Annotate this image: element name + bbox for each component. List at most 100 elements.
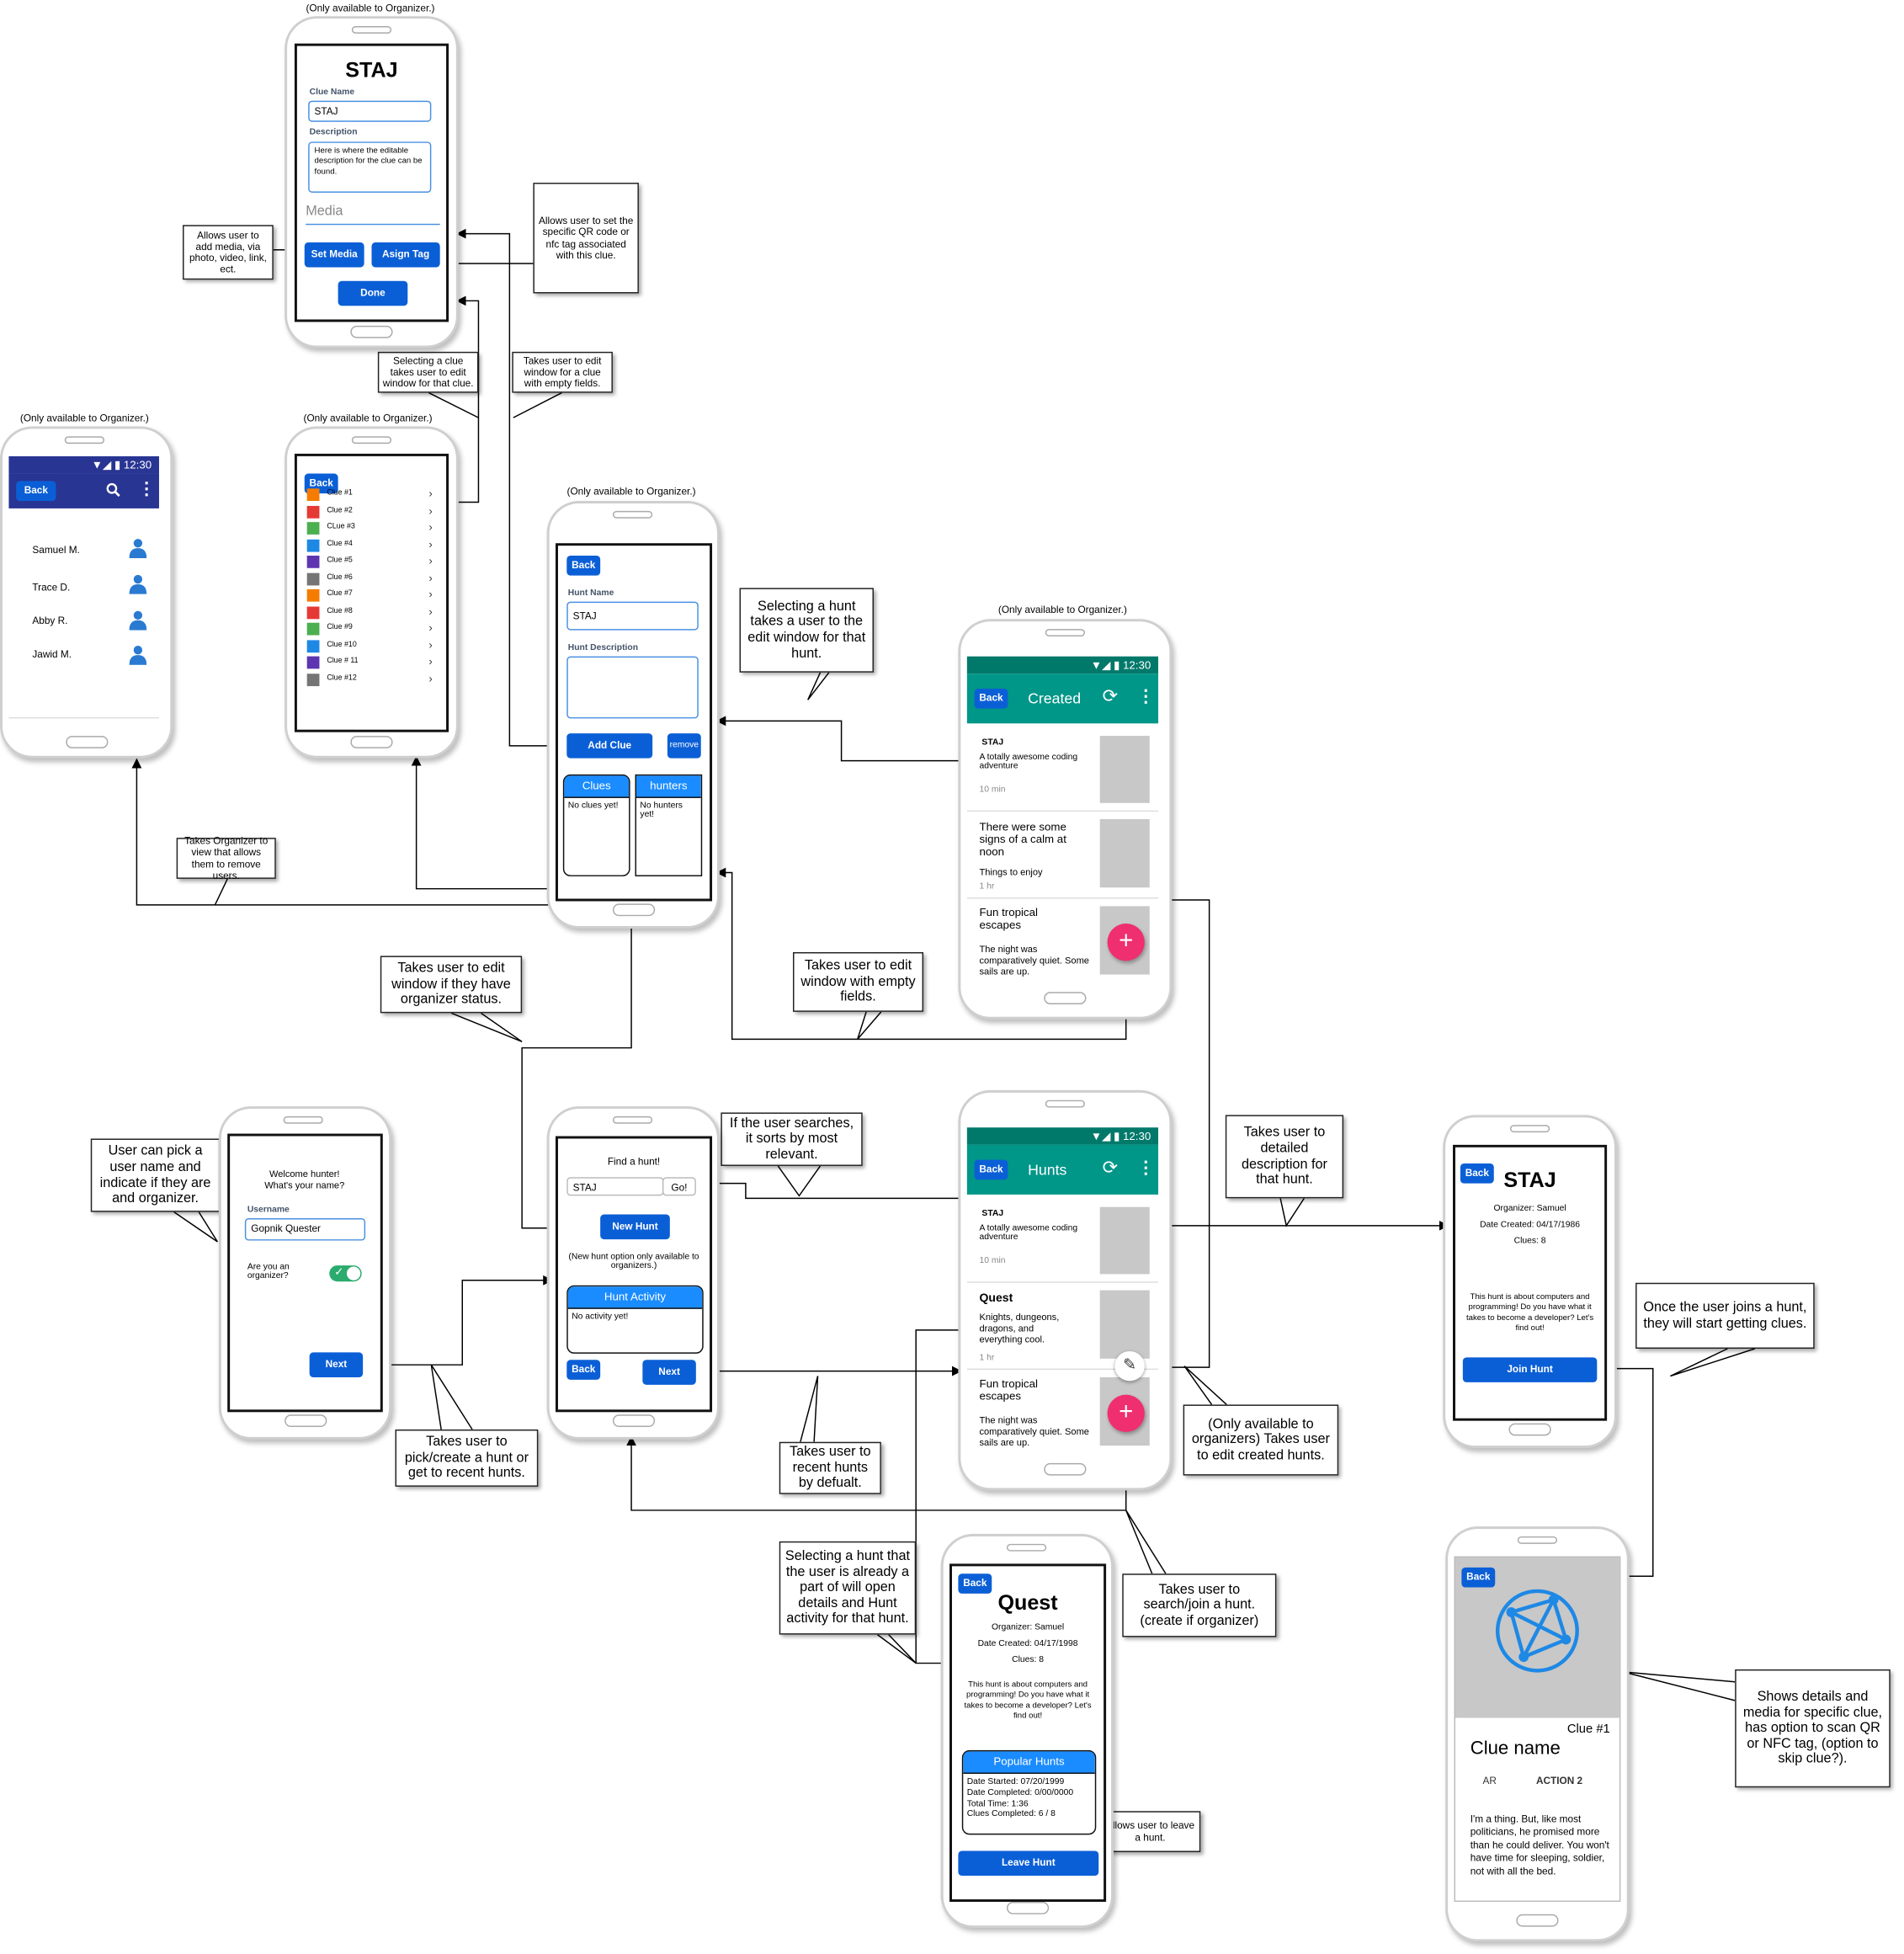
- clue-name-label: Clue Name: [309, 88, 355, 98]
- back-button[interactable]: Back: [974, 1159, 1008, 1180]
- clues-tab[interactable]: Clues No clues yet!: [562, 774, 630, 876]
- speaker: [1509, 1125, 1550, 1133]
- clue-list-item[interactable]: Clue #10›: [306, 639, 444, 655]
- search-input[interactable]: STAJ: [566, 1177, 664, 1196]
- clue-list-item[interactable]: Clue #2›: [306, 504, 444, 520]
- remove-button[interactable]: remove: [667, 733, 701, 759]
- clue-list-item[interactable]: Clue #7›: [306, 588, 444, 604]
- add-fab-button[interactable]: +: [1107, 924, 1145, 961]
- card-title[interactable]: Quest: [979, 1291, 1013, 1306]
- hunt-description-input[interactable]: [566, 656, 699, 719]
- speaker: [1045, 1099, 1085, 1108]
- screen-clue-list: Back Clue #1›Clue #2›CLue #3›Clue #4›Clu…: [294, 453, 449, 732]
- clue-list-item[interactable]: Clue #8›: [306, 605, 444, 621]
- go-button[interactable]: Go!: [662, 1177, 696, 1196]
- next-button[interactable]: Next: [642, 1360, 696, 1385]
- chevron-right-icon: ›: [428, 572, 433, 584]
- clue-list-item[interactable]: Clue #12›: [306, 672, 444, 689]
- screen-welcome: Welcome hunter! What's your name? Userna…: [227, 1133, 383, 1413]
- organizer-toggle[interactable]: ✓: [329, 1265, 362, 1282]
- person-icon[interactable]: [129, 645, 147, 665]
- action-2-button[interactable]: ACTION 2: [1535, 1775, 1583, 1786]
- phone-quest: Back Quest Organizer: Samuel Date Create…: [940, 1534, 1114, 1929]
- user-name: Samuel M.: [32, 544, 80, 556]
- add-clue-button[interactable]: Add Clue: [566, 733, 653, 759]
- back-button[interactable]: Back: [958, 1573, 992, 1594]
- home-button: [350, 325, 393, 338]
- clue-color-swatch: [306, 555, 320, 568]
- back-button[interactable]: Back: [16, 481, 56, 502]
- clue-list-label: Clue #7: [327, 590, 353, 599]
- edit-pencil-icon[interactable]: ✎: [1114, 1350, 1145, 1382]
- username-input[interactable]: Gopnik Quester: [244, 1217, 366, 1241]
- description-input[interactable]: Here is where the editable description f…: [308, 141, 432, 193]
- clue-list-item[interactable]: Clue #9›: [306, 621, 444, 637]
- hunters-tab[interactable]: hunters No hunters yet!: [635, 774, 703, 876]
- more-vert-icon[interactable]: ⋮: [1136, 1157, 1155, 1178]
- divider: [966, 1281, 1159, 1283]
- refresh-icon[interactable]: ⟳: [1102, 686, 1119, 708]
- card-desc: A totally awesome coding adventure: [979, 753, 1078, 771]
- join-hunt-button[interactable]: Join Hunt: [1462, 1357, 1598, 1382]
- clue-list-item[interactable]: Clue #4›: [306, 538, 444, 554]
- screen-users: ▼◢ ▮ 12:30 Back ⋮ Samuel M. Trace D. Abb…: [8, 455, 159, 730]
- done-button[interactable]: Done: [338, 280, 408, 306]
- connector-created-to-edit: [715, 716, 961, 762]
- assign-tag-button[interactable]: Asign Tag: [371, 242, 440, 268]
- card-title[interactable]: STAJ: [981, 738, 1004, 748]
- screen-hunt-detail: Back STAJ Organizer: Samuel Date Created…: [1453, 1144, 1608, 1421]
- card-title[interactable]: Fun tropical escapes: [979, 906, 1038, 931]
- refresh-icon[interactable]: ⟳: [1102, 1157, 1119, 1179]
- card-title[interactable]: STAJ: [981, 1209, 1004, 1218]
- clue-list-item[interactable]: Clue #5›: [306, 554, 444, 571]
- chevron-right-icon: ›: [428, 672, 433, 685]
- back-button[interactable]: Back: [974, 688, 1008, 709]
- back-button[interactable]: Back: [566, 555, 601, 576]
- more-vert-icon[interactable]: ⋮: [137, 478, 156, 499]
- callout-pointer: [513, 391, 562, 418]
- chevron-right-icon: ›: [428, 554, 433, 567]
- person-icon[interactable]: [129, 574, 147, 594]
- person-icon[interactable]: [129, 610, 147, 631]
- card-title[interactable]: Fun tropical escapes: [979, 1376, 1038, 1403]
- callout-pointer: [173, 1211, 219, 1243]
- clue-name-input[interactable]: STAJ: [308, 100, 432, 122]
- screen-hunt-edit: Back Hunt Name STAJ Hunt Description Add…: [555, 543, 713, 902]
- back-button[interactable]: Back: [1461, 1567, 1496, 1588]
- more-vert-icon[interactable]: ⋮: [1136, 686, 1155, 706]
- clue-list-item[interactable]: Clue #1›: [306, 487, 444, 503]
- screen-clue-edit: STAJ Clue Name STAJ Description Here is …: [294, 43, 449, 322]
- clue-list-label: Clue #1: [327, 489, 353, 498]
- callout-pointer: [450, 1012, 523, 1042]
- clue-list-item[interactable]: Clue # 11›: [306, 655, 444, 671]
- phone-clue-edit: STAJ Clue Name STAJ Description Here is …: [285, 16, 459, 349]
- next-button[interactable]: Next: [309, 1352, 364, 1377]
- search-icon[interactable]: [106, 482, 121, 498]
- network-globe-icon: [1495, 1589, 1579, 1673]
- note-detailed-desc: Takes user to detailed description for t…: [1225, 1115, 1344, 1199]
- note-pick-create: Takes user to pick/create a hunt or get …: [395, 1429, 539, 1487]
- ar-action-button[interactable]: AR: [1482, 1775, 1497, 1786]
- card-title[interactable]: There were some signs of a calm at noon: [979, 820, 1066, 858]
- quest-date: Date Created: 04/17/1998: [977, 1639, 1078, 1648]
- app-bar-title: Created: [1028, 689, 1082, 708]
- hunt-description-label: Hunt Description: [567, 643, 639, 653]
- leave-hunt-button[interactable]: Leave Hunt: [958, 1850, 1099, 1877]
- clue-name: Clue name: [1470, 1738, 1561, 1760]
- add-fab-button[interactable]: +: [1107, 1394, 1145, 1432]
- screen-clue-detail: Back Clue #1 Clue name AR ACTION 2 I'm a…: [1454, 1556, 1621, 1903]
- chevron-right-icon: ›: [428, 621, 433, 635]
- back-button[interactable]: Back: [1460, 1163, 1494, 1184]
- screen-created: ▼◢ ▮ 12:30 Back Created ⟳ ⋮ STAJ A total…: [966, 656, 1159, 982]
- phone-clue-list: Back Clue #1›Clue #2›CLue #3›Clue #4›Clu…: [285, 426, 459, 759]
- person-icon[interactable]: [129, 538, 147, 558]
- connector-add-clue-to-edit: [455, 228, 566, 747]
- hunt-name-input[interactable]: STAJ: [566, 601, 699, 631]
- back-button[interactable]: Back: [566, 1360, 601, 1380]
- phone-users: ▼◢ ▮ 12:30 Back ⋮ Samuel M. Trace D. Abb…: [0, 426, 173, 759]
- set-media-button[interactable]: Set Media: [304, 242, 364, 268]
- new-hunt-button[interactable]: New Hunt: [600, 1214, 670, 1240]
- chevron-right-icon: ›: [428, 605, 433, 618]
- clue-list-item[interactable]: CLue #3›: [306, 521, 444, 537]
- clue-list-item[interactable]: Clue #6›: [306, 572, 444, 588]
